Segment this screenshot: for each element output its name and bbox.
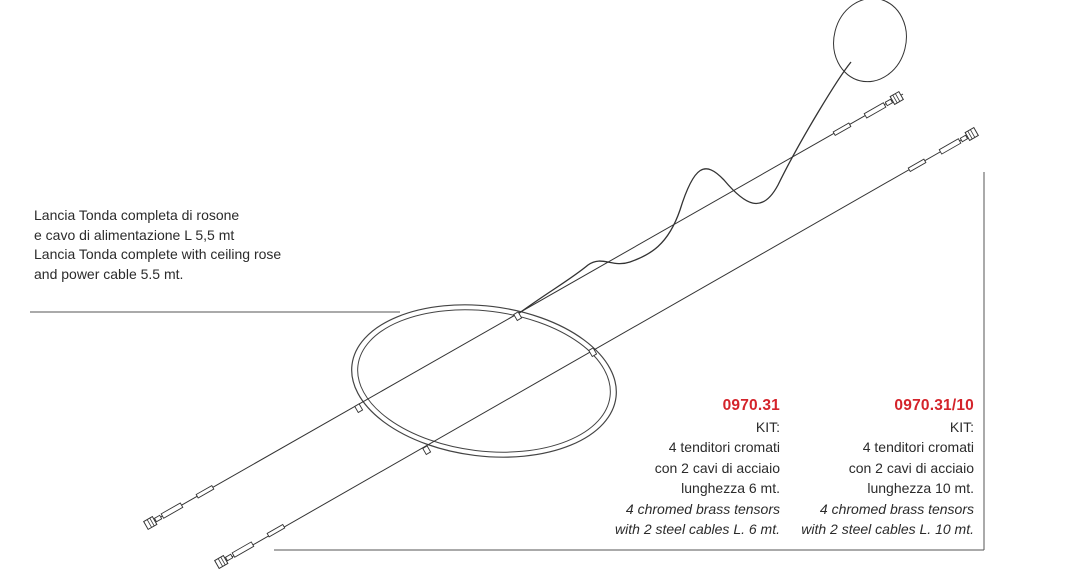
kit-it-line-3: lunghezza 6 mt. <box>681 480 780 496</box>
ceiling-rose <box>833 0 907 83</box>
description-line-1: Lancia Tonda completa di rosone <box>34 207 240 223</box>
kit-block-10mt: 0970.31/10 KIT: 4 tenditori cromati con … <box>801 396 974 540</box>
cable-clamps <box>354 311 598 456</box>
ring-lamp-inner <box>357 309 611 453</box>
kit-it-line-1: 4 tenditori cromati <box>862 439 974 455</box>
power-cable <box>517 61 852 315</box>
description-line-4: and power cable 5.5 mt. <box>34 265 184 282</box>
tensor-upper-1 <box>832 90 904 137</box>
kit-it-line-2: con 2 cavi di acciaio <box>654 459 780 476</box>
kit-code: 0970.31 <box>722 397 780 414</box>
kit-block-6mt: 0970.31 KIT: 4 tenditori cromati con 2 c… <box>615 396 780 540</box>
kit-code: 0970.31/10 <box>894 397 974 414</box>
product-description: Lancia Tonda completa di rosone e cavo d… <box>34 206 281 284</box>
description-line-3: Lancia Tonda complete with ceiling rose <box>34 246 282 262</box>
kit-it-line-3: lunghezza 10 mt. <box>867 480 974 496</box>
kit-en-line-1: 4 chromed brass tensors <box>625 500 780 517</box>
tensor-lower-2 <box>214 523 286 570</box>
kit-en-line-2: with 2 steel cables L. 10 mt. <box>801 521 974 537</box>
kit-it-line-2: con 2 cavi di acciaio <box>848 459 974 476</box>
tensor-upper-2 <box>907 126 979 173</box>
kit-label: KIT: <box>949 418 974 435</box>
kit-label: KIT: <box>755 418 780 435</box>
description-line-2: e cavo di alimentazione L 5,5 mt <box>34 226 235 243</box>
tensor-lower-1 <box>143 484 215 531</box>
steel-cable-1 <box>151 93 904 523</box>
kit-en-line-1: 4 chromed brass tensors <box>819 500 974 517</box>
kit-it-line-1: 4 tenditori cromati <box>668 439 780 455</box>
kit-en-line-2: with 2 steel cables L. 6 mt. <box>615 521 780 537</box>
ring-lamp-outer <box>351 304 617 458</box>
steel-cable-2 <box>222 131 976 563</box>
